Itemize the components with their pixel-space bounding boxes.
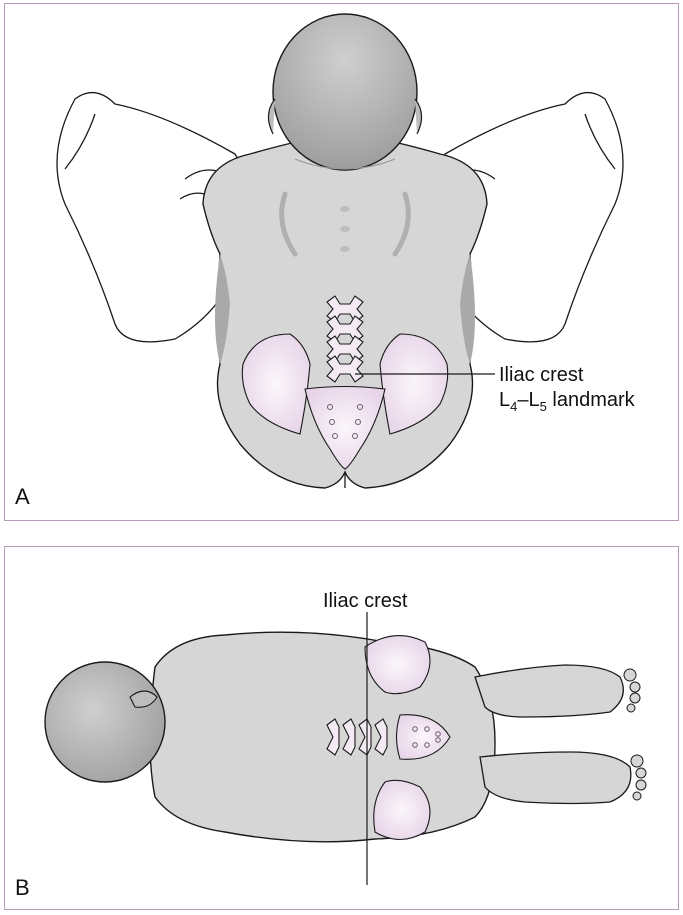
infant-head — [273, 14, 417, 170]
l4-l5-landmark-label: L4–L5 landmark — [499, 389, 636, 414]
right-ear — [415, 99, 422, 134]
infant-head-lateral — [45, 662, 165, 782]
panel-a-sitting-position: Iliac crest L4–L5 landmark A — [4, 3, 679, 521]
iliac-crest-label-b: Iliac crest — [323, 590, 408, 612]
panel-b-illustration: Iliac crest B — [5, 547, 680, 911]
iliac-crest-label: Iliac crest — [499, 364, 584, 386]
panel-letter-a: A — [15, 484, 30, 509]
panel-b-lateral-position: Iliac crest B — [4, 546, 679, 910]
upper-leg — [475, 665, 623, 717]
left-ear — [268, 99, 275, 134]
panel-letter-b: B — [15, 875, 30, 900]
lower-leg — [480, 752, 631, 804]
panel-a-illustration: Iliac crest L4–L5 landmark A — [5, 4, 680, 522]
lower-iliac-wing — [374, 780, 430, 839]
